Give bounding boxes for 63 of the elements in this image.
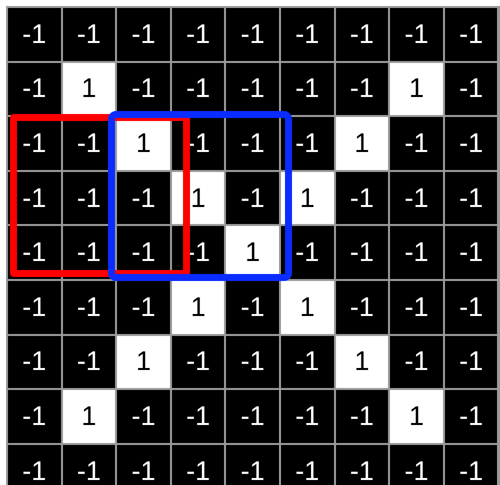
grid-cell: -1 (336, 281, 388, 334)
grid-cell: 1 (281, 281, 334, 334)
grid-cell: -1 (444, 8, 498, 61)
grid-cell: -1 (444, 281, 498, 334)
grid-cell: 1 (62, 390, 116, 443)
grid-cell: -1 (117, 281, 170, 334)
grid-cell: -1 (444, 444, 498, 485)
grid-cell: -1 (62, 336, 116, 388)
grid-cell: -1 (117, 8, 170, 61)
grid-cell: -1 (390, 172, 443, 224)
grid-cell: -1 (62, 444, 116, 485)
grid-cell: -1 (226, 281, 279, 334)
grid-cell: -1 (8, 281, 61, 334)
grid-cell: -1 (172, 8, 224, 61)
grid-cell: -1 (444, 172, 498, 224)
grid-cell: -1 (8, 62, 61, 116)
grid-cell: -1 (336, 62, 388, 116)
grid-cell: -1 (8, 390, 61, 443)
grid-cell: -1 (226, 172, 279, 224)
grid-cell: -1 (281, 336, 334, 388)
grid-cell: -1 (226, 117, 279, 170)
grid-cell: 1 (172, 281, 224, 334)
grid-cell: -1 (444, 390, 498, 443)
grid-cell: -1 (390, 117, 443, 170)
grid-cell: -1 (336, 172, 388, 224)
grid-cell: -1 (390, 336, 443, 388)
grid-cell: 1 (117, 336, 170, 388)
grid-cell: -1 (336, 8, 388, 61)
grid-cell: -1 (336, 444, 388, 485)
grid-cell: -1 (8, 336, 61, 388)
grid-cell: -1 (8, 444, 61, 485)
grid-cell: -1 (390, 226, 443, 279)
grid-cell: -1 (390, 8, 443, 61)
grid-cell: -1 (336, 226, 388, 279)
grid-cell: -1 (117, 172, 170, 224)
grid-cell: -1 (444, 117, 498, 170)
grid-cell: -1 (226, 390, 279, 443)
grid-cell: -1 (117, 390, 170, 443)
grid-cell: -1 (226, 336, 279, 388)
grid-cell: 1 (390, 390, 443, 443)
grid-cell: -1 (62, 8, 116, 61)
grid-cell: -1 (172, 336, 224, 388)
grid-cell: -1 (281, 390, 334, 443)
grid-cell: -1 (444, 336, 498, 388)
grid-cell: -1 (8, 8, 61, 61)
grid-cell: -1 (226, 444, 279, 485)
grid-cell: -1 (390, 444, 443, 485)
grid-cell: -1 (281, 444, 334, 485)
grid-cell: -1 (172, 390, 224, 443)
grid-cell: -1 (226, 8, 279, 61)
grid-cell: 1 (336, 117, 388, 170)
grid-cell: 1 (62, 62, 116, 116)
grid-cell: -1 (444, 62, 498, 116)
grid-cell: -1 (62, 281, 116, 334)
grid-cell: -1 (444, 226, 498, 279)
grid-cell: -1 (172, 444, 224, 485)
grid-cell: -1 (281, 62, 334, 116)
grid-cell: -1 (336, 390, 388, 443)
grid-cell: -1 (390, 281, 443, 334)
grid-cell: -1 (281, 8, 334, 61)
grid-cell: -1 (117, 444, 170, 485)
grid-cell: 1 (336, 336, 388, 388)
grid-cell: 1 (390, 62, 443, 116)
